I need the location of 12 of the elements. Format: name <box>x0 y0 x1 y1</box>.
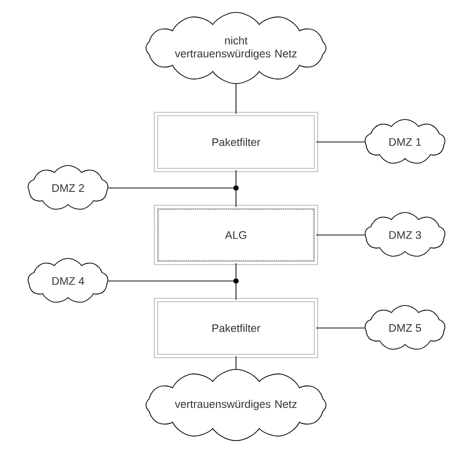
dmz-cloud: DMZ 1 <box>364 119 446 164</box>
network-cloud: vertrauenswürdiges Netz <box>146 368 326 442</box>
gateway-box: ALG <box>154 205 318 265</box>
connector-line <box>108 280 234 282</box>
network-cloud: nicht vertrauenswürdiges Netz <box>146 12 326 84</box>
dmz-cloud: DMZ 4 <box>28 258 108 303</box>
connector-line <box>316 234 366 236</box>
dmz-cloud: DMZ 3 <box>364 212 446 257</box>
filter-box: Paketfilter <box>154 112 318 172</box>
filter-box: Paketfilter <box>154 298 318 358</box>
dmz-cloud: DMZ 2 <box>28 165 108 210</box>
dmz-cloud: DMZ 5 <box>364 305 446 350</box>
